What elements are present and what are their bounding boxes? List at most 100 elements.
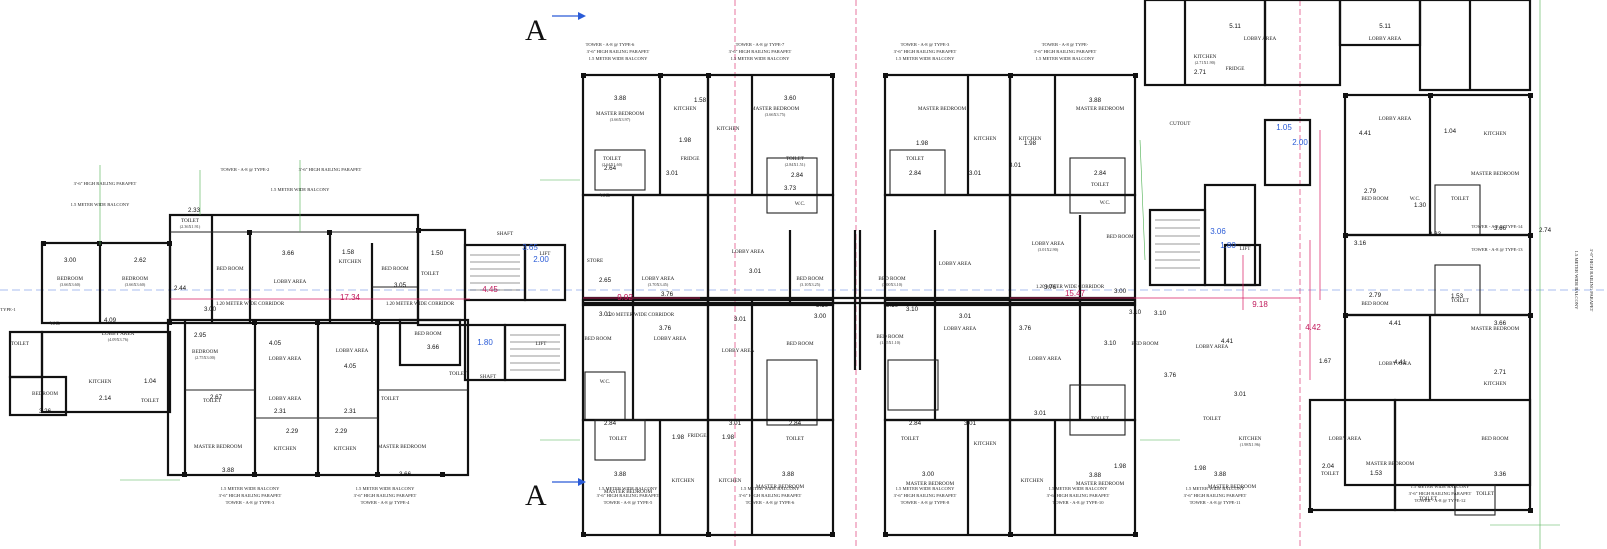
balcony-note: 1.5 METER WIDE BALCONY: [71, 202, 131, 207]
dim-value: 3.01: [729, 420, 742, 427]
room-label-lift: LIFT: [536, 341, 548, 347]
right-wing: [1308, 93, 1532, 516]
room-label-bedroom: BED ROOM: [796, 276, 824, 282]
balcony-note: 1.5 METER WIDE BALCONY: [1036, 56, 1096, 61]
dim-value: 2.62: [134, 257, 147, 264]
dim-2-00-right: 2.00: [1292, 138, 1308, 147]
dim-value: 2.71: [1194, 69, 1207, 76]
room-label-kitchen: KITCHEN: [674, 106, 697, 112]
dim-value: 1.04: [1444, 128, 1457, 135]
room-label-wc: W.C.: [795, 201, 805, 207]
room-label-bedroom: BED ROOM: [878, 276, 906, 282]
tower-note: TOWER - A-8 @ TYPE-7: [736, 42, 785, 47]
balcony-note: 1.5 METER WIDE BALCONY: [599, 486, 659, 491]
room-label-bedroom: BEDROOM: [192, 349, 218, 355]
dim-value: 2.14: [99, 395, 112, 402]
parapet-note: 3'-6" HIGH RAILING PARAPET: [587, 49, 650, 54]
room-label-store: STORE: [587, 258, 603, 264]
room-label-lobby: LOBBY AREA: [944, 326, 977, 332]
room-label-lobby: LOBBY AREA: [336, 348, 369, 354]
room-label-toilet: TOILET: [421, 271, 440, 277]
dim-value: 3.10: [816, 302, 829, 309]
parapet-note: 3'-6" HIGH RAILING PARAPET: [739, 493, 802, 498]
room-label-toilet: TOILET: [1451, 298, 1470, 304]
dim-3-06: 3.06: [1210, 227, 1226, 236]
dim-value: 2.67: [210, 394, 223, 401]
balcony-note: 1.5 METER WIDE BALCONY: [1186, 486, 1246, 491]
room-label-lobby: LOBBY AREA: [642, 276, 675, 282]
room-label-lobby: LOBBY AREA: [102, 331, 135, 337]
dim-value: 3.88: [782, 471, 795, 478]
room-label-toilet: TOILET: [1451, 196, 1470, 202]
center-left-top: [581, 73, 835, 307]
room-labels: BEDROOM (3.66X3.60) BEDROOM (3.66X3.60) …: [11, 36, 1520, 502]
corridor-label-center: 1.20 METER WIDE CORRIDOR: [606, 313, 675, 318]
room-label-toilet: TOILET: [609, 436, 628, 442]
room-label-lobby: LOBBY AREA: [1379, 116, 1412, 122]
dim-value: 3.10: [1129, 309, 1142, 316]
room-label-lift: LIFT: [1240, 246, 1252, 252]
dim-value: 3.01: [666, 170, 679, 177]
balcony-note: 1.5 METER WIDE BALCONY: [356, 486, 416, 491]
room-label-master-bedroom: MASTER BEDROOM: [1471, 171, 1520, 177]
parapet-note: 3'-6" HIGH RAILING PARAPET: [1184, 493, 1247, 498]
dim-value: 1.98: [1194, 465, 1207, 472]
dim-value: 2.04: [1322, 463, 1335, 470]
left-wing-bottom: [8, 318, 470, 477]
dim-value: 2.79: [1369, 292, 1382, 299]
dim-value: 3.01: [1034, 410, 1047, 417]
dim-value: 4.41: [1394, 359, 1407, 366]
dim-value: 1.53: [1370, 470, 1383, 477]
room-size: (2.75X3.00): [195, 355, 216, 360]
room-size: (2.64X1.60): [602, 162, 623, 167]
room-label-lift: LIFT: [540, 251, 552, 257]
room-label-lobby: LOBBY AREA: [269, 356, 302, 362]
dim-value: 5.11: [1229, 23, 1241, 30]
room-label-bedroom: BED ROOM: [584, 336, 612, 342]
room-label-wc: W.C.: [600, 379, 610, 385]
room-label-bedroom: BED ROOM: [1361, 301, 1389, 307]
dim-value: 3.00: [204, 306, 217, 313]
room-label-kitchen: KITCHEN: [719, 478, 742, 484]
room-label-toilet: TOILET: [11, 341, 30, 347]
room-size: (2.71X1.90): [1195, 60, 1216, 65]
dim-value: 2.84: [791, 172, 804, 179]
dim-value: 1.98: [1114, 463, 1127, 470]
dim-value: 1.58: [342, 249, 355, 256]
room-label-wc: W.C.: [1410, 196, 1420, 202]
dim-value: 1.98: [916, 140, 929, 147]
dim-value: 3.76: [659, 325, 672, 332]
room-label-toilet: TOILET: [181, 218, 200, 224]
room-label-master-bedroom: MASTER BEDROOM: [1471, 326, 1520, 332]
dim-value: 3.16: [1354, 240, 1367, 247]
room-label-kitchen: KITCHEN: [672, 478, 695, 484]
dim-1-80-left: 1.80: [477, 338, 493, 347]
section-mark-bottom: A: [525, 479, 547, 512]
balcony-note: 1.5 METER WIDE BALCONY: [896, 56, 956, 61]
dim-value: 3.73: [784, 185, 797, 192]
room-label-lobby: LOBBY AREA: [654, 336, 687, 342]
tower-note: TOWER - A-8 @ TYPE-2: [221, 167, 270, 172]
dim-value: 3.36: [1494, 471, 1507, 478]
tower-note: TOWER - A-8 @ TYPE-4: [361, 500, 410, 505]
room-label-toilet: TOILET: [381, 396, 400, 402]
room-label-lobby: LOBBY AREA: [1329, 436, 1362, 442]
room-size: (3.10X3.25): [800, 282, 821, 287]
dim-value: 2.44: [174, 285, 187, 292]
dim-value: 5.11: [1379, 23, 1391, 30]
room-label-bedroom: BED ROOM: [876, 334, 904, 340]
room-label-toilet: TOILET: [901, 436, 920, 442]
room-label-kitchen: KITCHEN: [974, 441, 997, 447]
room-label-lobby: LOBBY AREA: [1244, 36, 1277, 42]
corridor-label-left: 1.20 METER WIDE CORRIDOR: [216, 302, 285, 307]
left-stair: [463, 243, 567, 382]
dim-value: 3.88: [614, 95, 627, 102]
room-label-lobby: LOBBY AREA: [1196, 344, 1229, 350]
room-label-cutout: CUTOUT: [1170, 121, 1192, 127]
tower-note: TOWER - A-8 @ TYPE-: [1042, 42, 1089, 47]
room-label-toilet: TOILET: [1476, 491, 1495, 497]
room-label-master-bedroom: MASTER BEDROOM: [918, 106, 967, 112]
room-size: (3.70X3.45): [648, 282, 669, 287]
room-label-toilet: TOILET: [786, 436, 805, 442]
balcony-note: 1.5 METER WIDE BALCONY: [271, 187, 331, 192]
